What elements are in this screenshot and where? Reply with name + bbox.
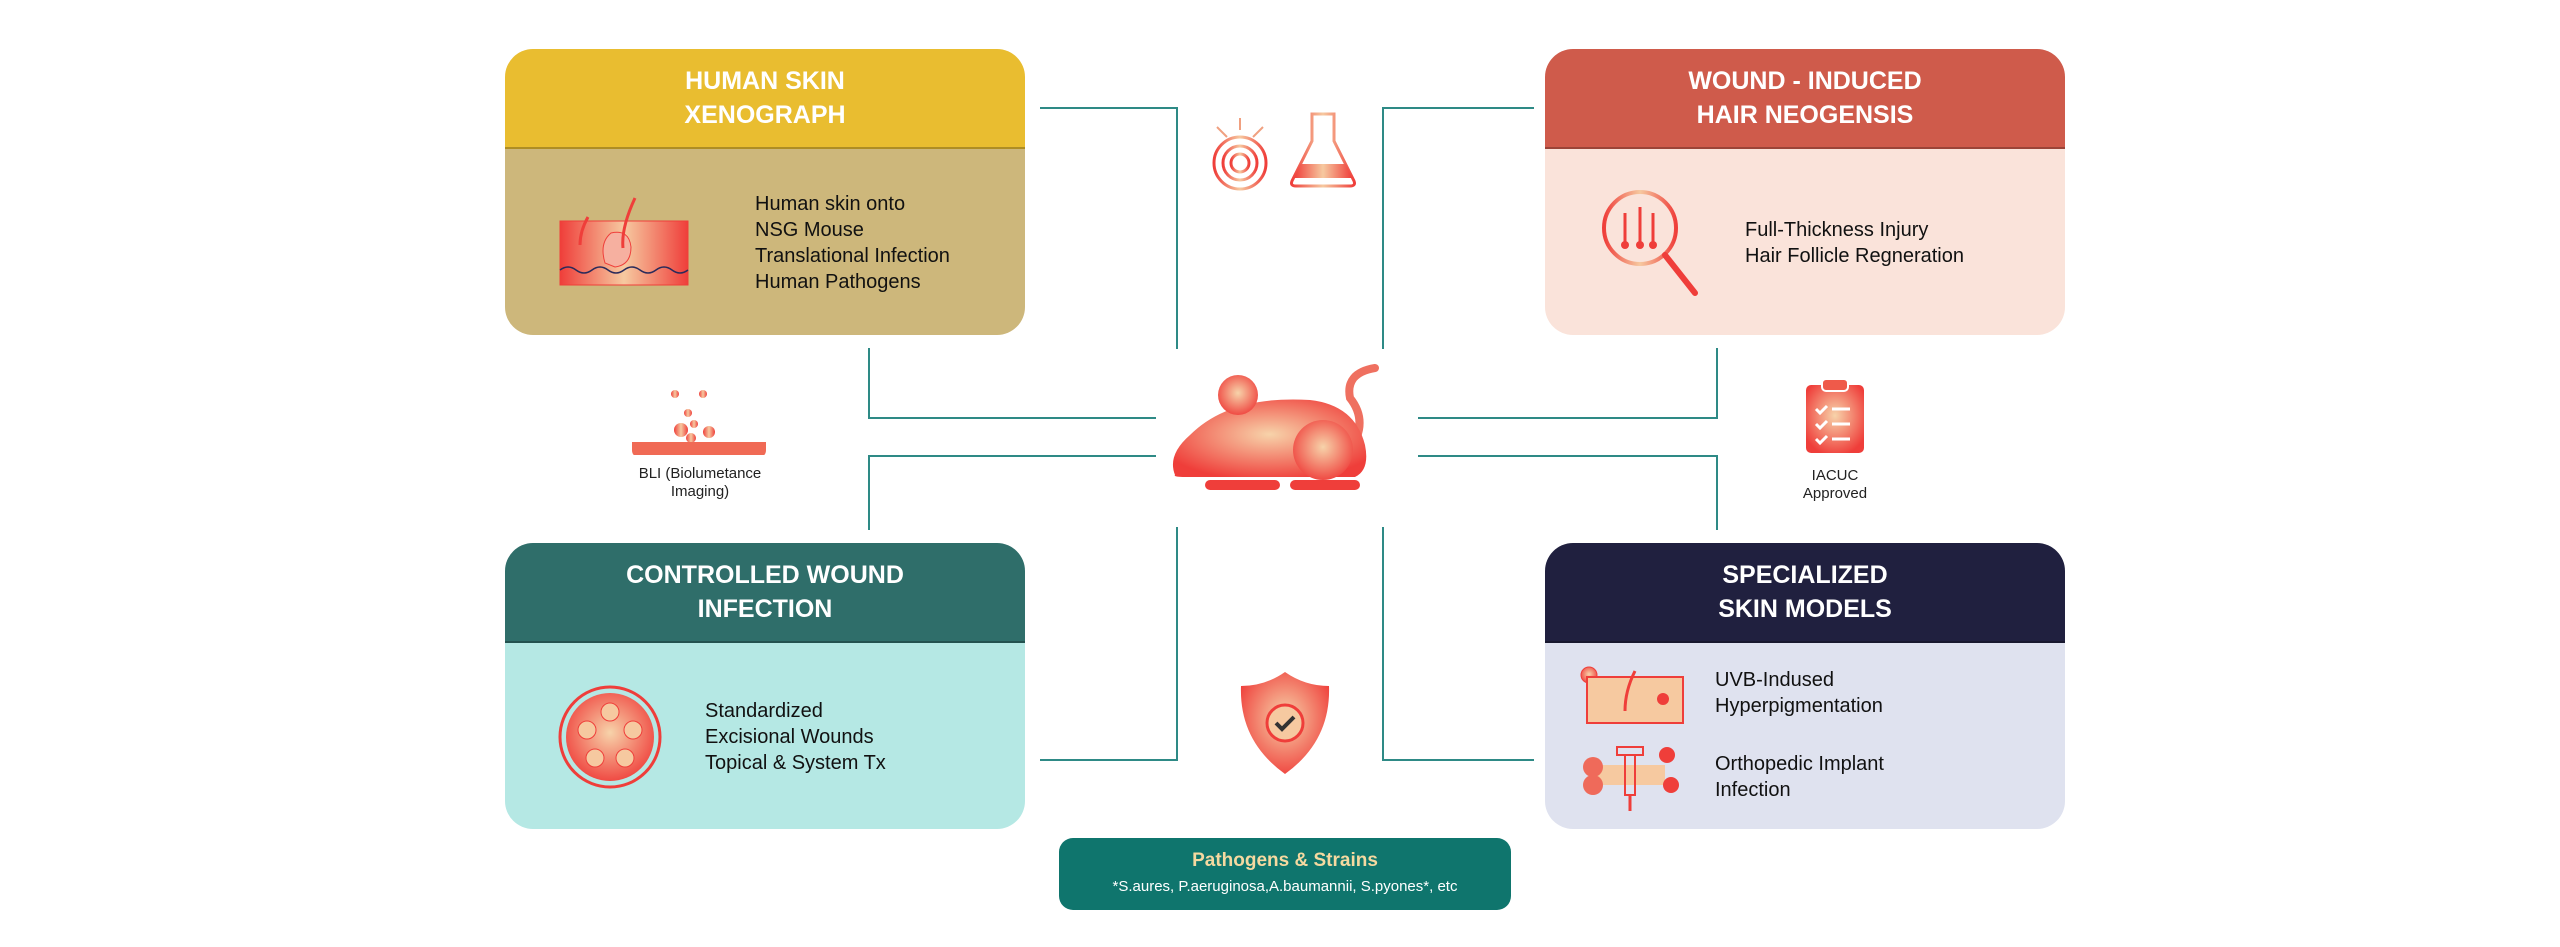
item: Standardized xyxy=(705,700,823,722)
connector xyxy=(868,455,870,530)
item: UVB-Indused xyxy=(1715,669,1834,691)
caption-line: BLI (Biolumetance xyxy=(638,465,762,482)
item: Infection xyxy=(1715,779,1791,801)
item: Human skin onto xyxy=(755,193,906,215)
item: Hair Follicle Regneration xyxy=(1745,245,1964,267)
connector xyxy=(1040,107,1178,109)
bli-dish-icon xyxy=(632,390,766,455)
uvb-skin-icon xyxy=(1580,666,1684,724)
flask-icon xyxy=(1290,112,1356,188)
card-title: HUMAN SKIN XENOGRAPH xyxy=(505,49,1025,149)
card-wound-induced-hair-neogenesis: WOUND - INDUCED HAIR NEOGENSIS Full-Thic… xyxy=(1545,49,2065,335)
item: Orthopedic Implant xyxy=(1715,753,1884,775)
skin-layer-icon xyxy=(559,197,689,286)
iacuc-caption: IACUC Approved xyxy=(1760,467,1910,503)
card-controlled-wound-infection: CONTROLLED WOUND INFECTION Standardized … xyxy=(505,543,1025,829)
connector xyxy=(1716,348,1718,418)
pathogens-list: *S.aures, P.aeruginosa,A.baumannii, S.py… xyxy=(1112,878,1458,895)
item: Topical & System Tx xyxy=(705,752,886,774)
connector xyxy=(868,348,870,418)
shield-check-icon xyxy=(1240,672,1330,774)
item: Human Pathogens xyxy=(755,271,921,293)
connector xyxy=(1418,417,1718,419)
connector xyxy=(1382,759,1534,761)
pathogens-title: Pathogens & Strains xyxy=(1192,850,1378,871)
item: Full-Thickness Injury xyxy=(1745,219,1929,241)
petri-wounds-icon xyxy=(558,685,662,789)
connector xyxy=(1382,107,1384,349)
connector xyxy=(1382,527,1384,760)
connector xyxy=(1176,107,1178,349)
connector xyxy=(1382,107,1534,109)
card-human-skin-xenograph: HUMAN SKIN XENOGRAPH Human skin onto NSG… xyxy=(505,49,1025,335)
bli-caption: BLI (Biolumetance Imaging) xyxy=(600,465,800,501)
clipboard-checklist-icon xyxy=(1806,378,1864,453)
connector xyxy=(1040,759,1178,761)
connector xyxy=(868,455,1156,457)
caption-line: IACUC xyxy=(1811,467,1859,484)
target-light-icon xyxy=(1212,118,1268,191)
caption-line: Imaging) xyxy=(670,483,730,500)
pathogens-strains-box: Pathogens & Strains *S.aures, P.aerugino… xyxy=(1059,838,1511,910)
card-title: CONTROLLED WOUND INFECTION xyxy=(505,543,1025,643)
connector xyxy=(1418,455,1718,457)
mouse-illustration xyxy=(1172,364,1379,490)
item: Translational Infection xyxy=(755,245,950,267)
connector xyxy=(1176,527,1178,760)
item: Hyperpigmentation xyxy=(1715,695,1883,717)
magnifier-follicle-icon xyxy=(1602,190,1698,296)
caption-line: Approved xyxy=(1802,485,1868,502)
item: Excisional Wounds xyxy=(705,726,874,748)
connector xyxy=(868,417,1156,419)
card-specialized-skin-models: SPECIALIZED SKIN MODELS UVB-Indused Hype… xyxy=(1545,543,2065,829)
bone-implant-icon xyxy=(1583,746,1679,811)
item: NSG Mouse xyxy=(755,219,864,241)
card-title: WOUND - INDUCED HAIR NEOGENSIS xyxy=(1545,49,2065,149)
connector xyxy=(1716,455,1718,530)
card-title: SPECIALIZED SKIN MODELS xyxy=(1545,543,2065,643)
